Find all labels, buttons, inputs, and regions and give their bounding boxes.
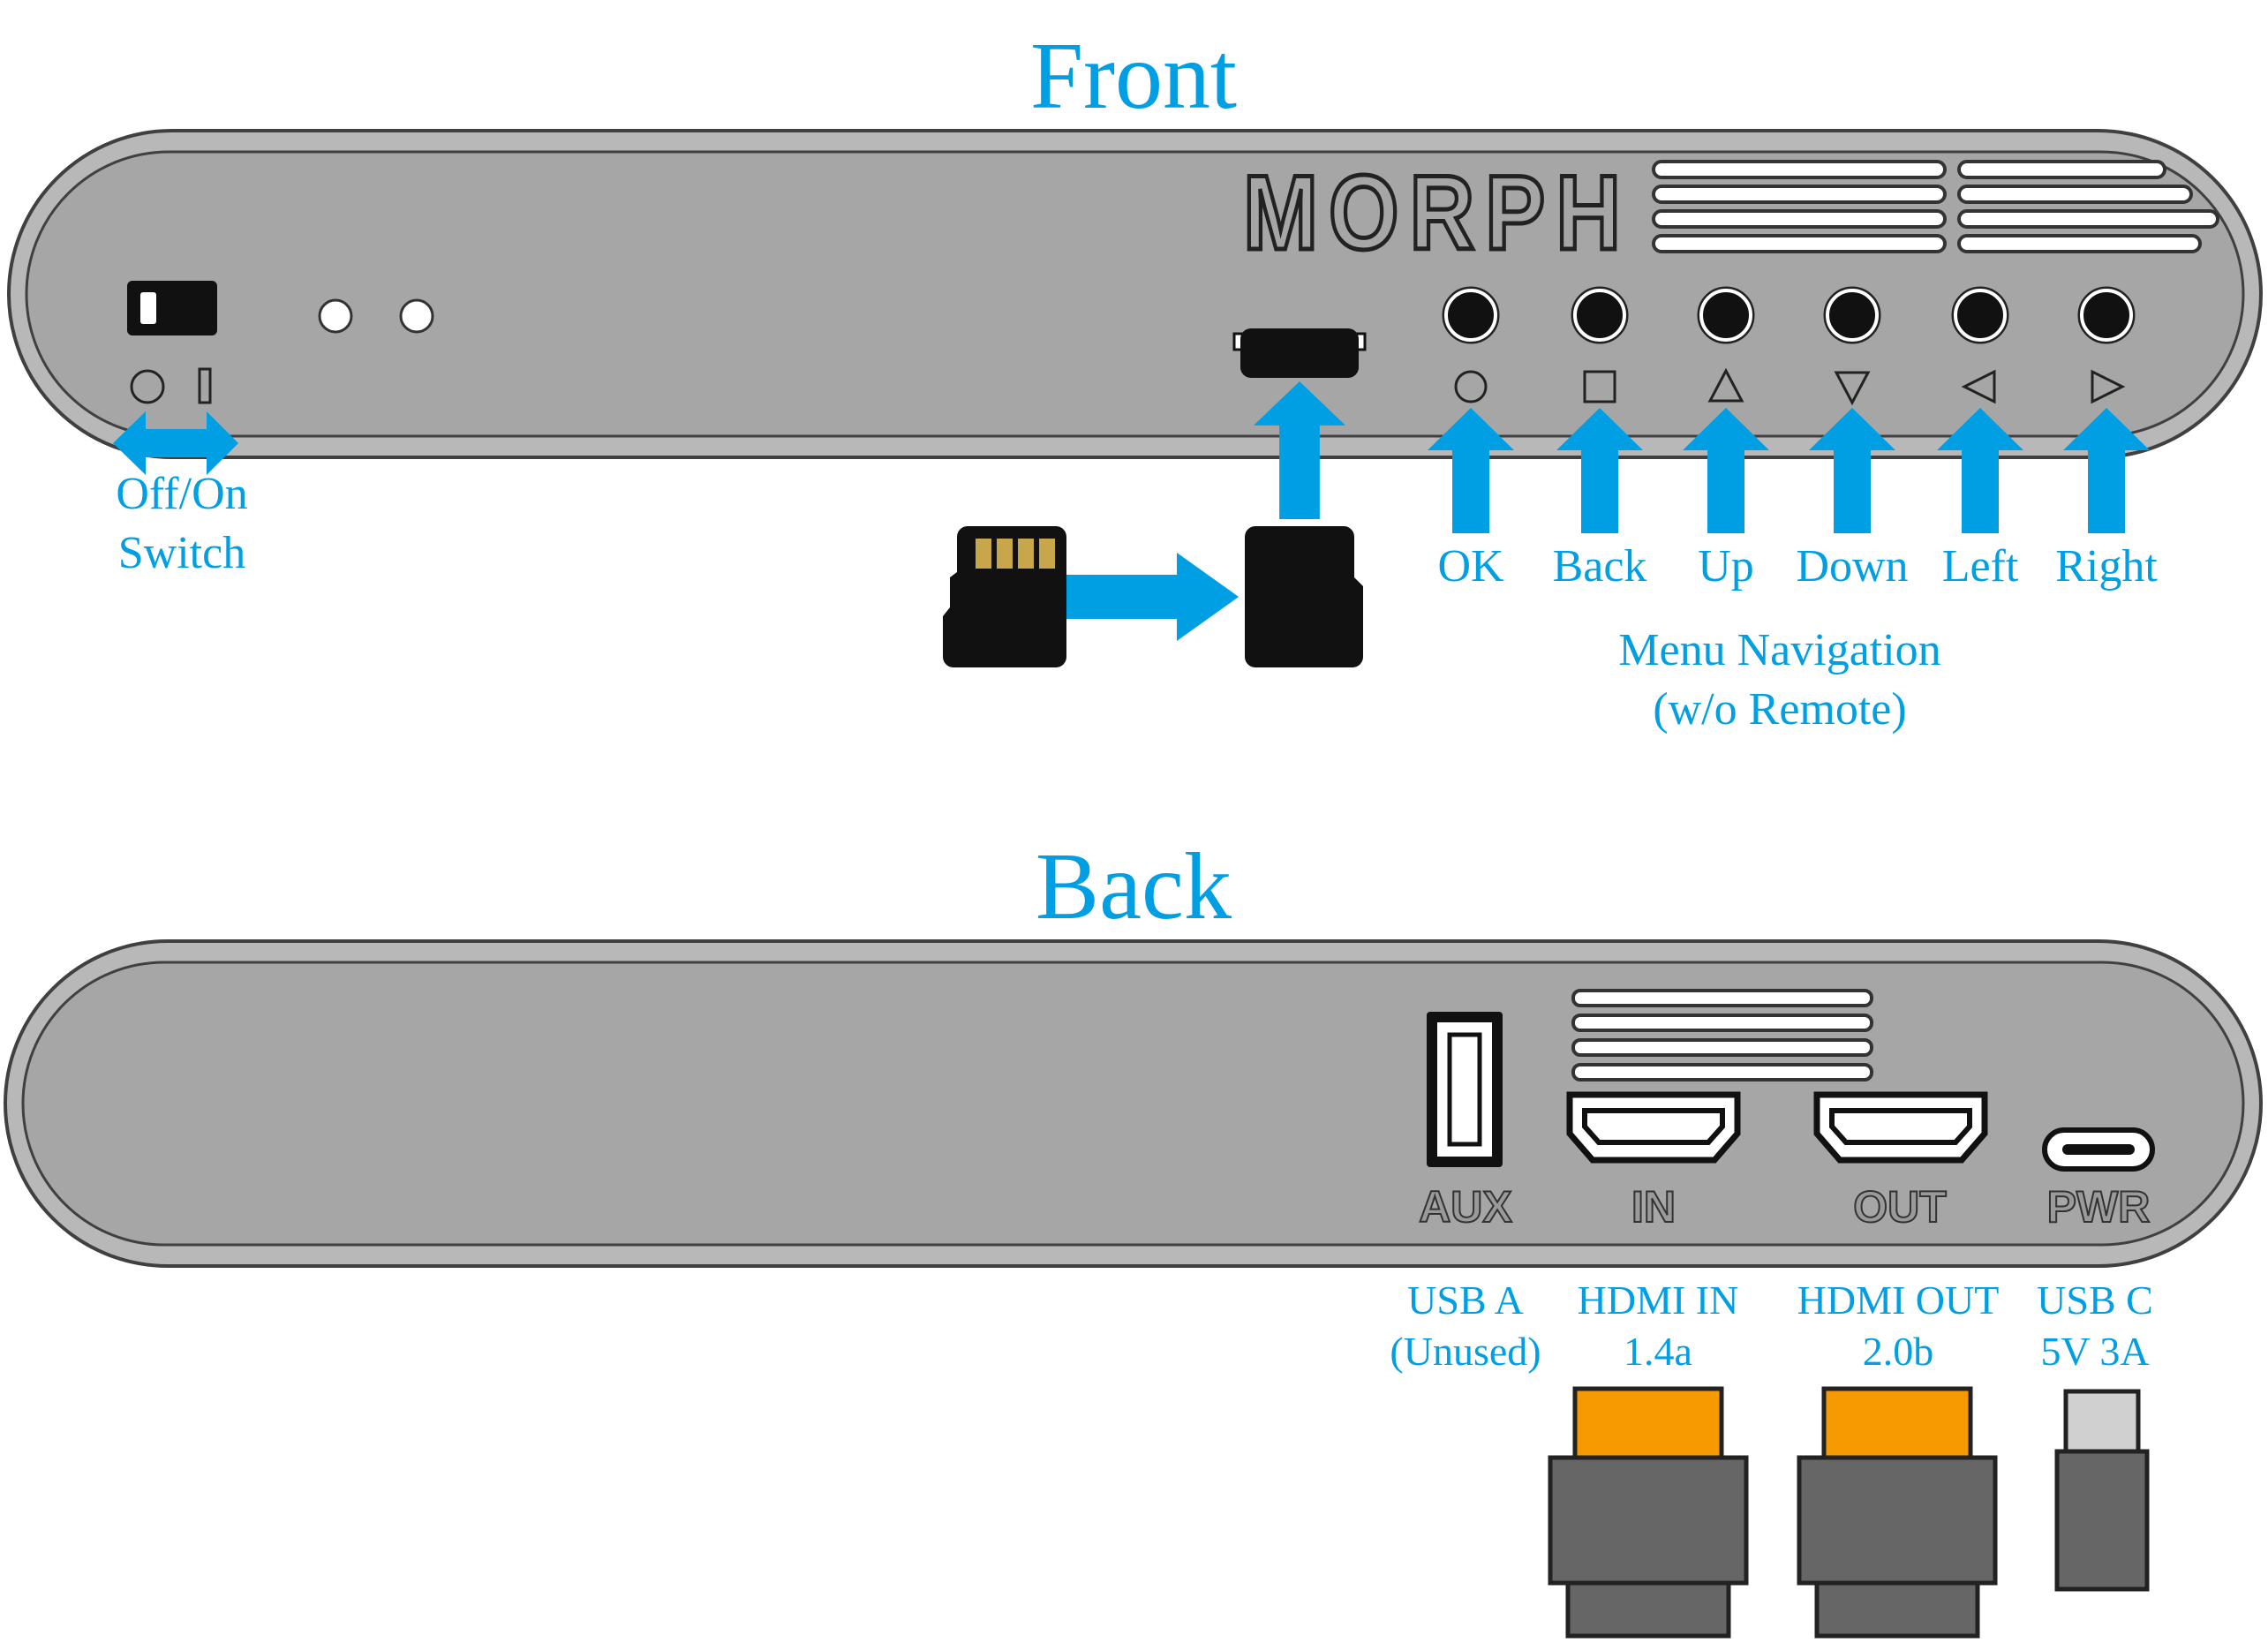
nav-button-right[interactable] (2080, 289, 2133, 342)
nav-arrow-back-icon (1556, 408, 1643, 533)
morph-logo: MORPH (1241, 152, 1631, 275)
nav-button-up[interactable] (1699, 289, 1752, 342)
port-desc-aux-line2: (Unused) (1390, 1329, 1541, 1374)
power-switch[interactable] (127, 281, 217, 335)
front-title: Front (1030, 24, 1237, 129)
port-label-pwr: PWR (2047, 1182, 2151, 1232)
nav-button-ring-ok (1442, 286, 1500, 344)
port-desc-out-line2: 2.0b (1863, 1329, 1934, 1374)
square-symbol-icon (1583, 370, 1616, 403)
port-desc-aux-line1: USB A (1407, 1277, 1524, 1323)
port-desc-out-line1: HDMI OUT (1797, 1277, 2000, 1323)
hdmi-out-plug-icon (1797, 1386, 1998, 1639)
port-desc-in-line1: HDMI IN (1578, 1277, 1739, 1323)
port-desc-pwr-line2: 5V 3A (2040, 1329, 2149, 1374)
status-led-2 (399, 298, 434, 334)
port-desc-in-line2: 1.4a (1624, 1329, 1692, 1374)
nav-button-ok[interactable] (1444, 289, 1497, 342)
hdmi-in-port (1566, 1091, 1741, 1164)
nav-button-back[interactable] (1573, 289, 1626, 342)
nav-label-right: Right (2055, 541, 2158, 592)
nav-arrow-right-icon (2063, 408, 2150, 533)
port-label-aux: AUX (1419, 1182, 1512, 1232)
nav-label-left: Left (1942, 541, 2019, 592)
nav-arrow-ok-icon (1428, 408, 1514, 533)
sd-insert-right-arrow-icon (1066, 553, 1239, 641)
on-symbol-icon (198, 367, 212, 404)
back-vent (1571, 989, 1873, 1082)
nav-label-up: Up (1698, 541, 1754, 592)
port-label-in: IN (1631, 1182, 1676, 1232)
nav-button-ring-right (2077, 286, 2136, 344)
status-led-1 (318, 298, 353, 334)
triangle-down-symbol-icon (1834, 371, 1871, 406)
nav-arrow-up-icon (1683, 408, 1769, 533)
switch-label-line2: Switch (118, 528, 245, 578)
nav-button-down[interactable] (1826, 289, 1879, 342)
nav-arrow-down-icon (1809, 408, 1895, 533)
hdmi-in-plug-icon (1548, 1386, 1749, 1639)
nav-button-ring-up (1697, 286, 1755, 344)
nav-label-back: Back (1553, 541, 1647, 592)
port-label-out: OUT (1853, 1182, 1947, 1232)
switch-double-arrow-icon (113, 411, 238, 475)
sd-card-slot (1232, 328, 1367, 378)
menu-nav-label-line1: Menu Navigation (1618, 625, 1940, 675)
triangle-up-symbol-icon (1707, 367, 1744, 403)
nav-arrow-left-icon (1937, 408, 2023, 533)
usb-c-plug-icon (2054, 1389, 2150, 1592)
triangle-left-symbol-icon (1961, 369, 1996, 404)
nav-button-ring-back (1571, 286, 1629, 344)
menu-nav-label-line2: (w/o Remote) (1653, 684, 1906, 735)
nav-label-down: Down (1796, 541, 1908, 592)
back-title: Back (1036, 834, 1232, 939)
nav-button-ring-left (1951, 286, 2009, 344)
microsd-card-inserted-icon (1245, 526, 1363, 667)
switch-label-line1: Off/On (116, 469, 247, 519)
triangle-right-symbol-icon (2091, 369, 2126, 404)
port-desc-pwr-line1: USB C (2037, 1277, 2153, 1323)
microsd-card-icon (943, 526, 1066, 667)
off-symbol-icon (130, 369, 165, 404)
morph-logo-text: MORPH (1243, 154, 1631, 272)
nav-button-left[interactable] (1954, 289, 2007, 342)
nav-label-ok: OK (1437, 541, 1504, 592)
nav-buttons: OK Back Up Down Left Right (1428, 286, 2158, 592)
circle-symbol-icon (1454, 370, 1488, 403)
usb-c-port (2042, 1127, 2155, 1172)
front-vent (1652, 160, 2219, 253)
hdmi-out-port (1813, 1091, 1988, 1164)
nav-button-ring-down (1823, 286, 1881, 344)
front-panel (7, 129, 2263, 459)
usb-a-port (1427, 1012, 1503, 1167)
